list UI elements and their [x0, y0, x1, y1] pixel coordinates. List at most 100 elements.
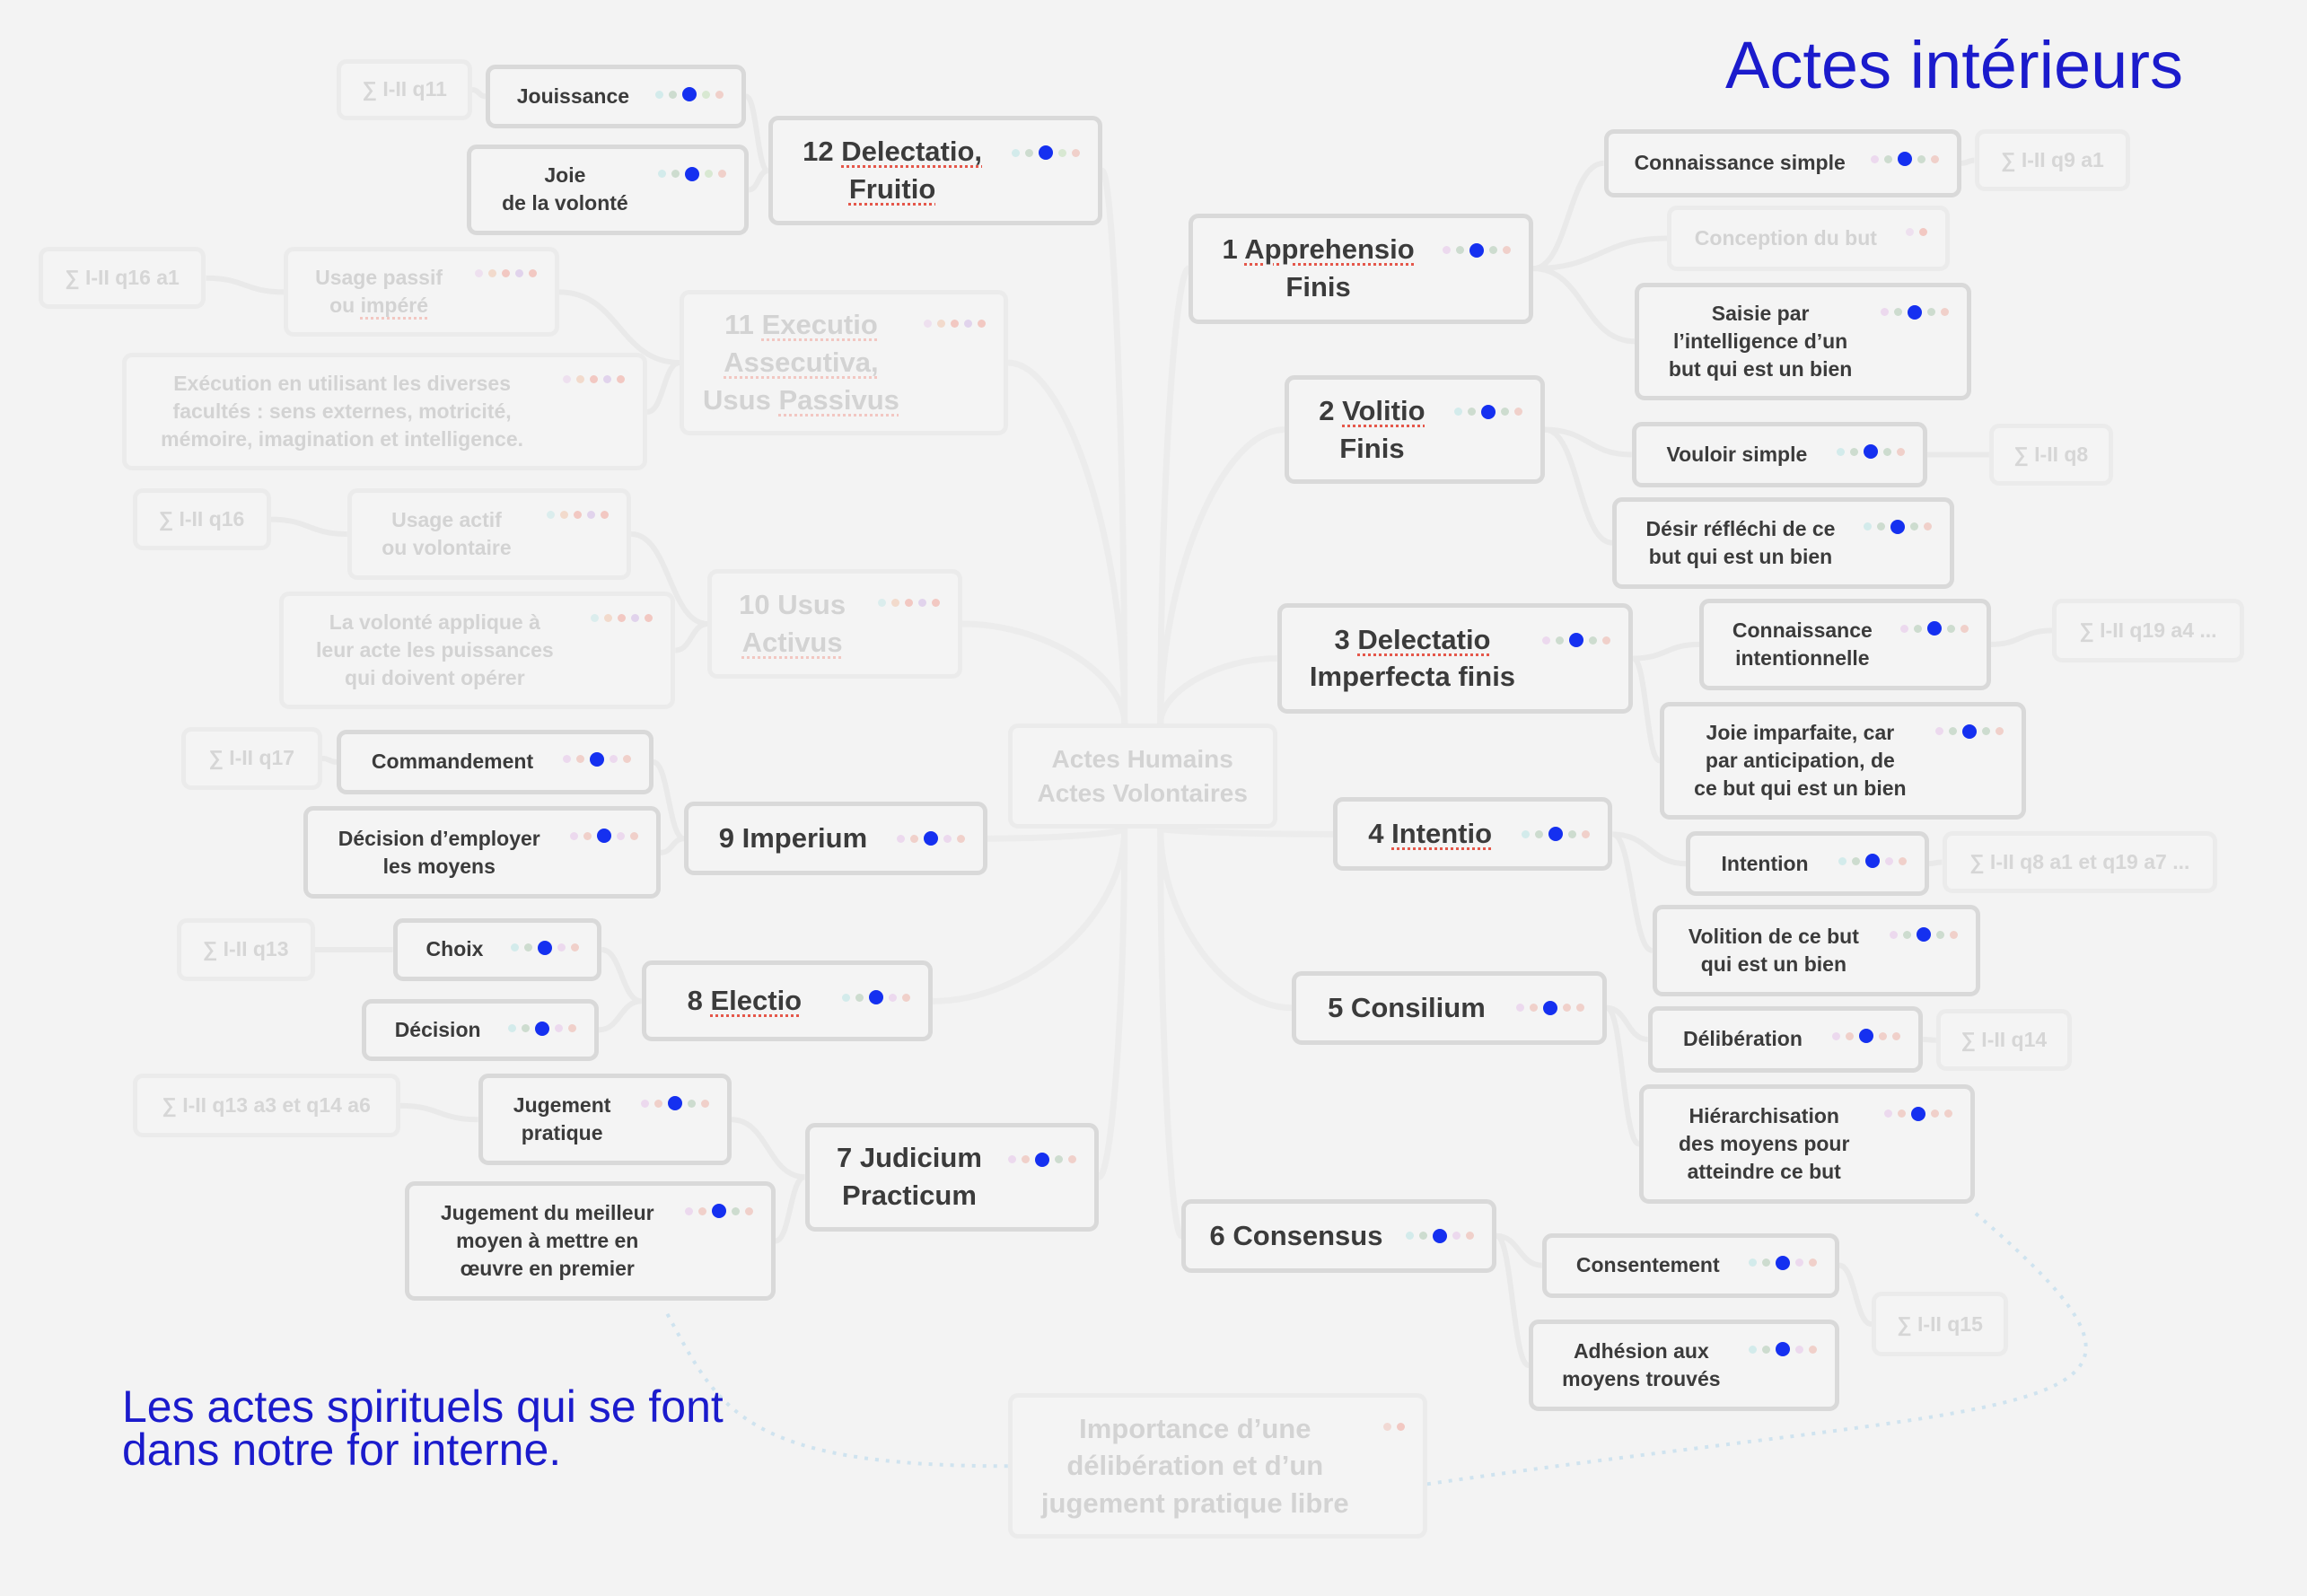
node-label: 8 Electio	[688, 982, 803, 1020]
sub-node[interactable]: Conception du but	[1667, 206, 1950, 271]
status-dots	[1442, 242, 1511, 258]
reference-node[interactable]: ∑ I-II q13 a3 et q14 a6	[132, 1074, 400, 1137]
node-label-line: Joie	[544, 163, 586, 188]
node-label-line: leur acte les puissances	[316, 637, 554, 662]
main-node-m12[interactable]: 12 Delectatio,Fruitio	[768, 116, 1102, 225]
connector-line	[1605, 1004, 1641, 1147]
connector-line	[744, 93, 770, 174]
connector-line	[1923, 1036, 1936, 1043]
sub-node[interactable]: Vouloir simple	[1631, 422, 1928, 487]
reference-node[interactable]: ∑ I-II q9 a1	[1974, 129, 2131, 192]
sub-node[interactable]: Délibération	[1647, 1006, 1924, 1073]
node-label-line: Décision	[394, 1017, 481, 1041]
dot-icon	[1382, 1423, 1391, 1432]
connector-line	[1544, 426, 1613, 546]
reference-node[interactable]: ∑ I-II q15	[1871, 1292, 2009, 1357]
dot-icon	[1748, 1258, 1757, 1267]
main-node-m8[interactable]: 8 Electio	[641, 960, 934, 1042]
dot-icon	[1946, 624, 1955, 633]
connector-line	[1990, 627, 2053, 647]
reference-node[interactable]: ∑ I-II q19 a4 ...	[2052, 599, 2244, 662]
connector-line	[206, 275, 285, 295]
node-label-line: La volonté applique à	[329, 609, 540, 634]
reference-node[interactable]: ∑ I-II q14	[1935, 1009, 2072, 1072]
main-node-m9[interactable]: 9 Imperium	[684, 802, 987, 876]
sub-node[interactable]: Commandement	[337, 729, 654, 795]
dot-icon	[1883, 447, 1892, 456]
reference-node[interactable]: ∑ I-II q16 a1	[38, 247, 206, 310]
sub-node[interactable]: Consentement	[1541, 1232, 1839, 1298]
main-node-m5[interactable]: 5 Consilium	[1292, 970, 1607, 1045]
dot-icon	[474, 269, 483, 278]
reference-node[interactable]: ∑ I-II q8	[1988, 424, 2113, 486]
connector-line	[1157, 825, 1333, 837]
sub-node[interactable]: Connaissance simple	[1603, 129, 1961, 197]
connector-line	[1097, 828, 1128, 1180]
node-label-line: Actes Volontaires	[1037, 778, 1248, 807]
dot-icon	[705, 170, 714, 179]
reference-node[interactable]: ∑ I-II q17	[180, 726, 322, 791]
connector-line	[321, 755, 338, 766]
dot-icon	[1883, 1109, 1892, 1118]
connector-line	[1157, 265, 1191, 724]
status-dots	[1382, 1423, 1405, 1432]
reference-node[interactable]: ∑ I-II q8 a1 et q19 a7 ...	[1942, 831, 2217, 893]
node-label: Commandement	[372, 748, 533, 776]
dot-icon	[1071, 148, 1080, 157]
node-label-line: ∑ I-II q9 a1	[2001, 148, 2104, 172]
sub-node[interactable]: Décision	[362, 998, 600, 1061]
dot-icon	[1898, 856, 1907, 865]
sub-node[interactable]: Jouissance	[485, 65, 746, 128]
dot-icon	[1794, 1345, 1803, 1354]
main-node-m6[interactable]: 6 Consensus	[1181, 1198, 1496, 1273]
node-label-line: 11 Executio	[724, 309, 878, 341]
subtitle-line: Les actes spirituels qui se font	[122, 1381, 724, 1432]
main-node-m4[interactable]: 4 Intentio	[1332, 797, 1613, 872]
status-dots	[684, 1204, 753, 1219]
dot-icon	[1927, 308, 1936, 317]
node-label: ∑ I-II q15	[1897, 1311, 1983, 1338]
reference-node[interactable]: ∑ I-II q11	[337, 58, 473, 121]
dot-icon	[1568, 829, 1577, 838]
reference-node[interactable]: ∑ I-II q16	[132, 488, 271, 550]
dot-icon	[631, 613, 640, 622]
node-label-line: ∑ I-II q8 a1 et q19 a7 ...	[1969, 849, 2190, 873]
reference-node[interactable]: ∑ I-II q13	[176, 917, 315, 982]
dot-icon	[1794, 1258, 1803, 1267]
sub-node[interactable]: Choix	[392, 917, 602, 982]
node-label: ∑ I-II q17	[208, 744, 294, 772]
dot-icon	[508, 1024, 517, 1033]
sub-node[interactable]: La volonté applique à leur acte les puiss…	[279, 591, 676, 709]
node-label-line: jugement pratique libre	[1040, 1487, 1349, 1520]
node-label-line: moyen à mettre en	[456, 1228, 639, 1252]
dot-icon	[1870, 154, 1879, 163]
connector-line	[270, 516, 347, 537]
status-dots	[1881, 304, 1950, 320]
node-label-line: 7 Judicium	[836, 1142, 982, 1174]
sub-node[interactable]: Intention	[1686, 831, 1929, 897]
dot-icon	[1892, 1031, 1901, 1040]
